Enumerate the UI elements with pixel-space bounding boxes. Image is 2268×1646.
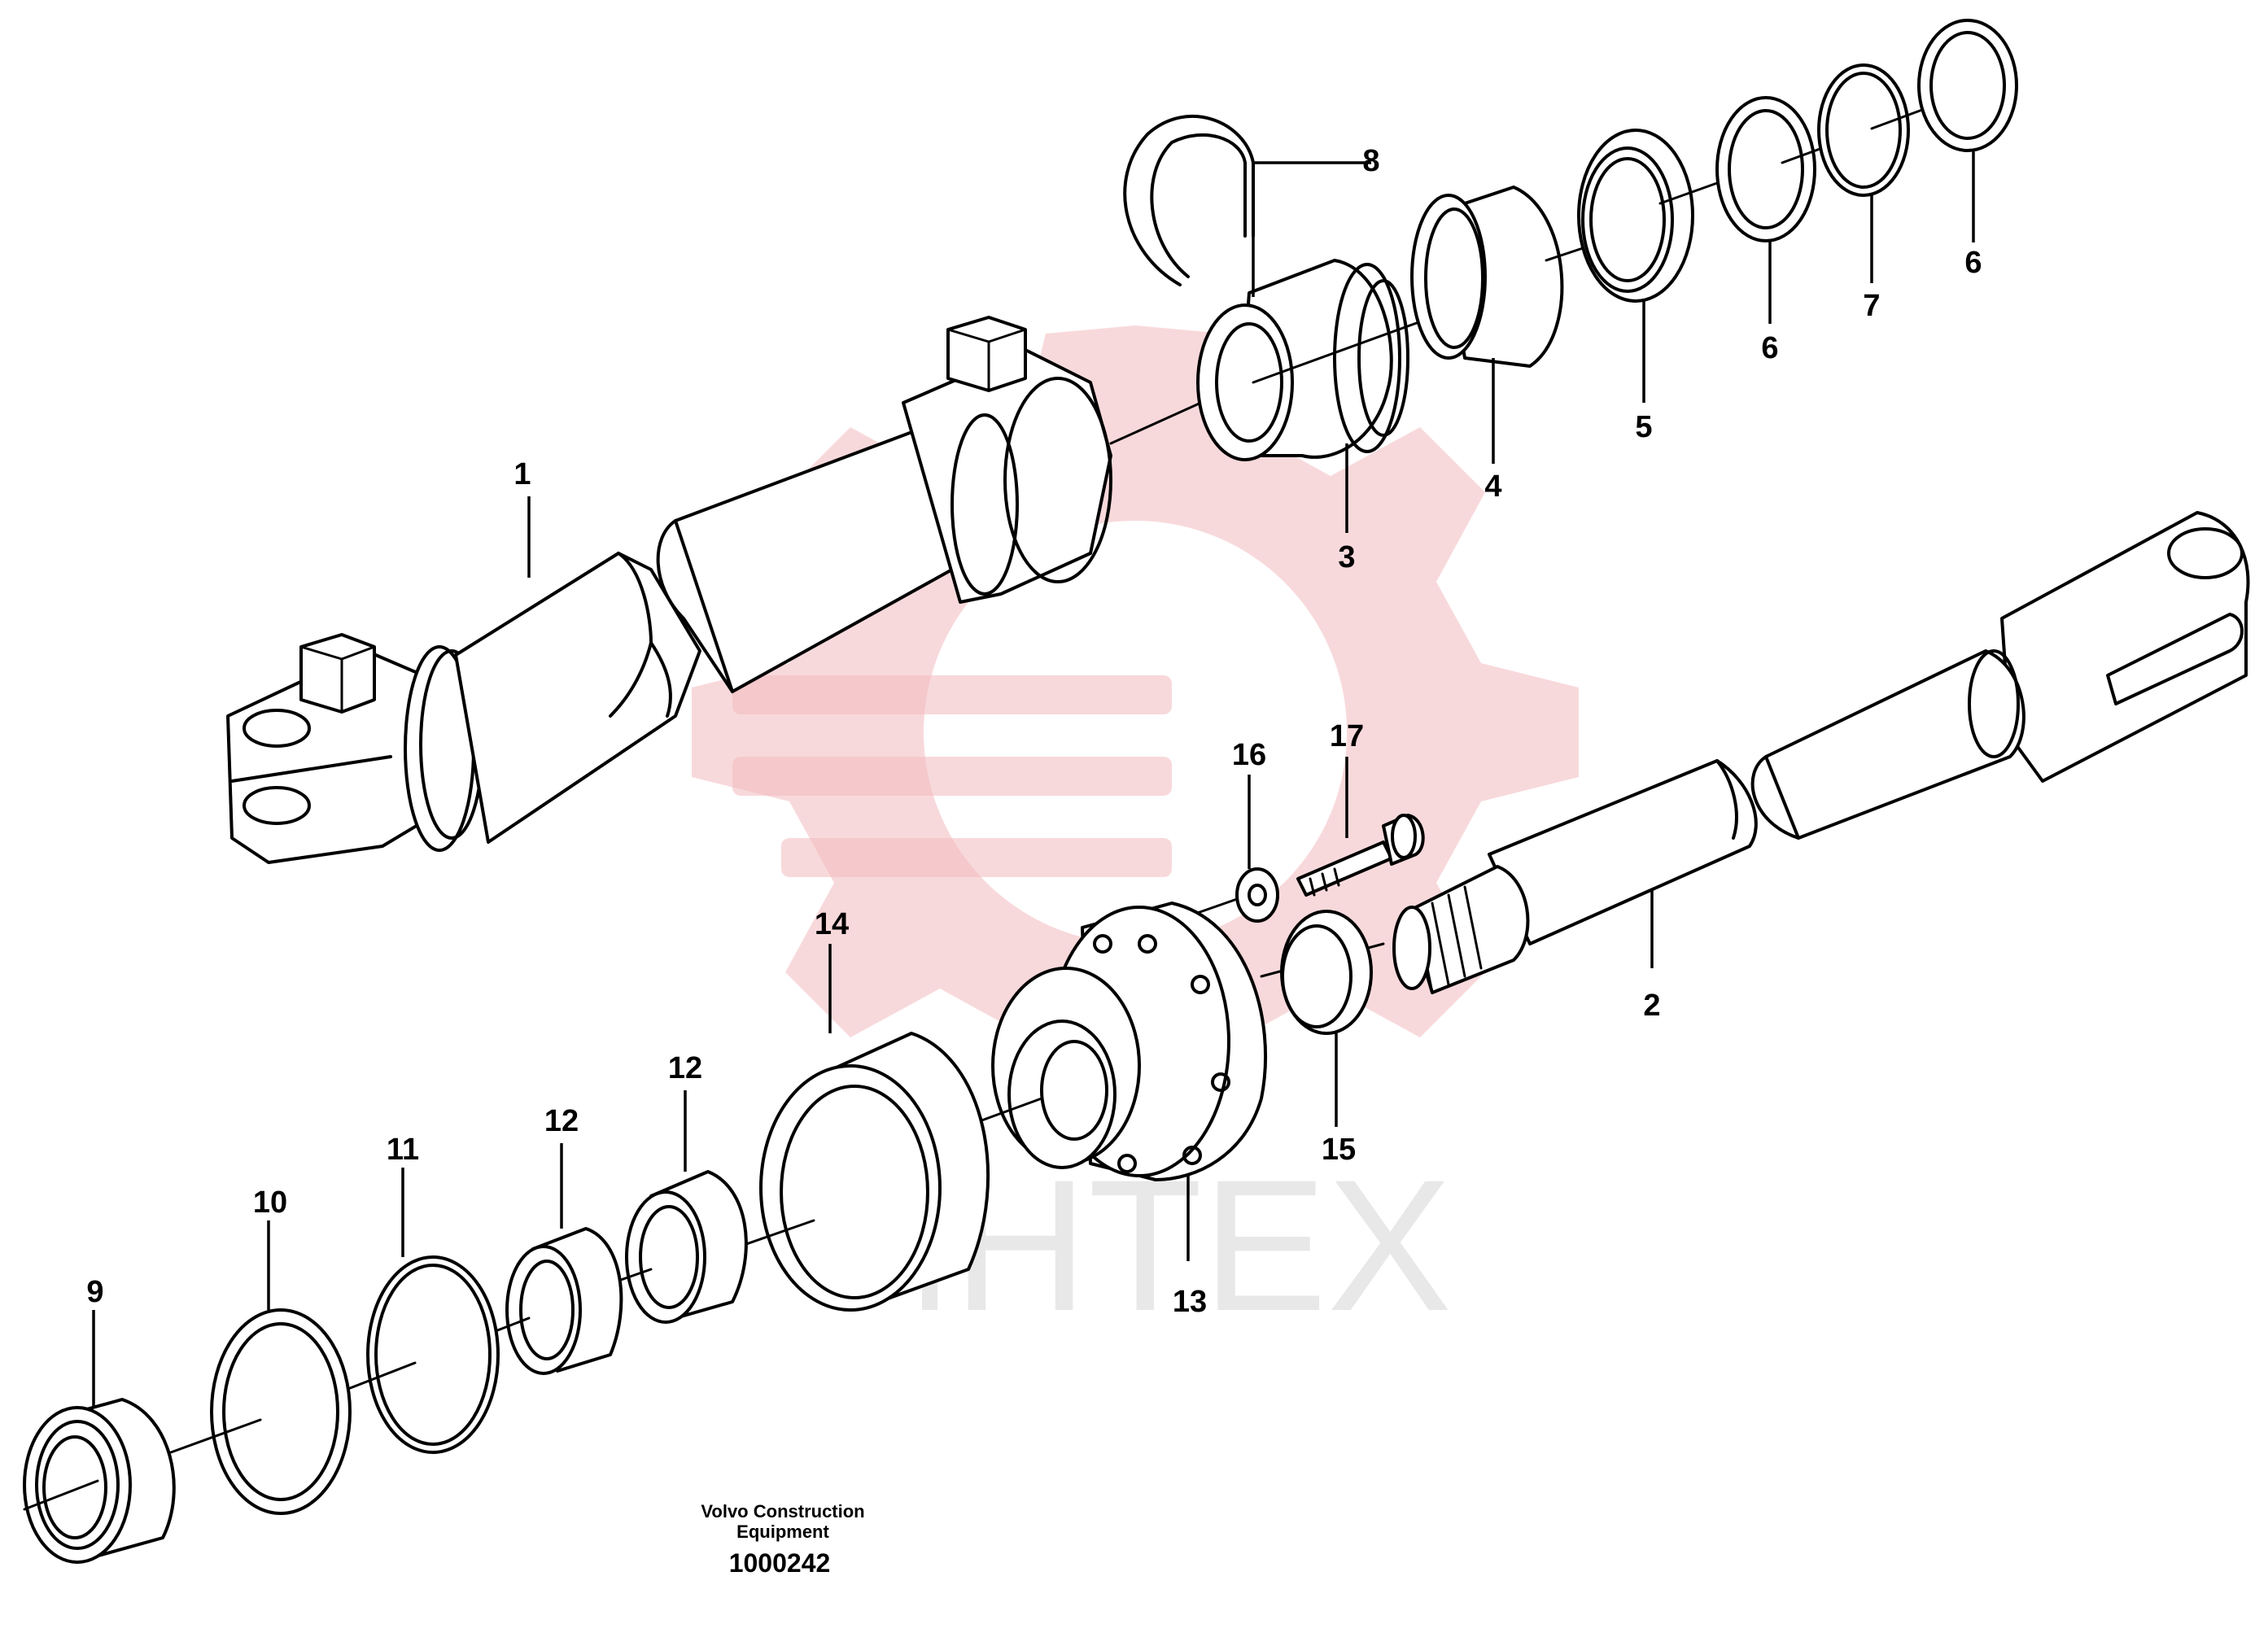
callout-12b: 12 bbox=[668, 1051, 702, 1085]
o-ring-11 bbox=[340, 1255, 500, 1454]
callout-11: 11 bbox=[387, 1133, 419, 1167]
callout-14: 14 bbox=[815, 907, 849, 941]
wear-ring-14 bbox=[731, 1032, 990, 1312]
callout-12a: 12 bbox=[544, 1104, 579, 1138]
lock-wire bbox=[1123, 114, 1255, 286]
caption-line-1: Volvo Construction bbox=[701, 1501, 864, 1522]
cylinder-tube bbox=[226, 316, 1239, 864]
callout-3: 3 bbox=[1338, 540, 1355, 574]
bolt-17 bbox=[1296, 814, 1425, 897]
piston-head bbox=[918, 902, 1268, 1181]
sleeve-ring bbox=[1410, 186, 1597, 368]
washer-16 bbox=[1154, 867, 1279, 929]
backup-ring-6b bbox=[1917, 19, 2018, 152]
o-ring-7 bbox=[1817, 63, 1930, 197]
callout-1: 1 bbox=[513, 457, 531, 491]
callout-5: 5 bbox=[1635, 410, 1652, 444]
leader-lines bbox=[92, 151, 1975, 1408]
callout-4: 4 bbox=[1484, 469, 1501, 504]
backup-ring-10 bbox=[169, 1308, 352, 1515]
callout-16: 16 bbox=[1232, 738, 1266, 772]
piston-guide bbox=[1196, 259, 1434, 461]
caption-line-2: Equipment bbox=[736, 1522, 829, 1542]
drawing-number: 1000242 bbox=[729, 1548, 831, 1578]
callout-7: 7 bbox=[1863, 289, 1880, 323]
callout-2: 2 bbox=[1643, 989, 1660, 1023]
wiper-seal-9 bbox=[23, 1398, 176, 1564]
callout-17: 17 bbox=[1330, 719, 1364, 753]
callout-6b: 6 bbox=[1964, 246, 1982, 280]
piston-rod bbox=[1260, 511, 2250, 994]
seal-ring bbox=[1577, 129, 1719, 303]
callout-9: 9 bbox=[86, 1275, 103, 1309]
callout-6a: 6 bbox=[1761, 331, 1778, 365]
bushing-12b bbox=[568, 1170, 748, 1324]
callout-10: 10 bbox=[253, 1185, 287, 1220]
callout-15: 15 bbox=[1322, 1133, 1356, 1167]
callout-8: 8 bbox=[1362, 144, 1379, 178]
backup-ring-6a bbox=[1715, 96, 1833, 242]
callout-13: 13 bbox=[1173, 1285, 1207, 1319]
rod-ring-15 bbox=[1280, 910, 1373, 1035]
